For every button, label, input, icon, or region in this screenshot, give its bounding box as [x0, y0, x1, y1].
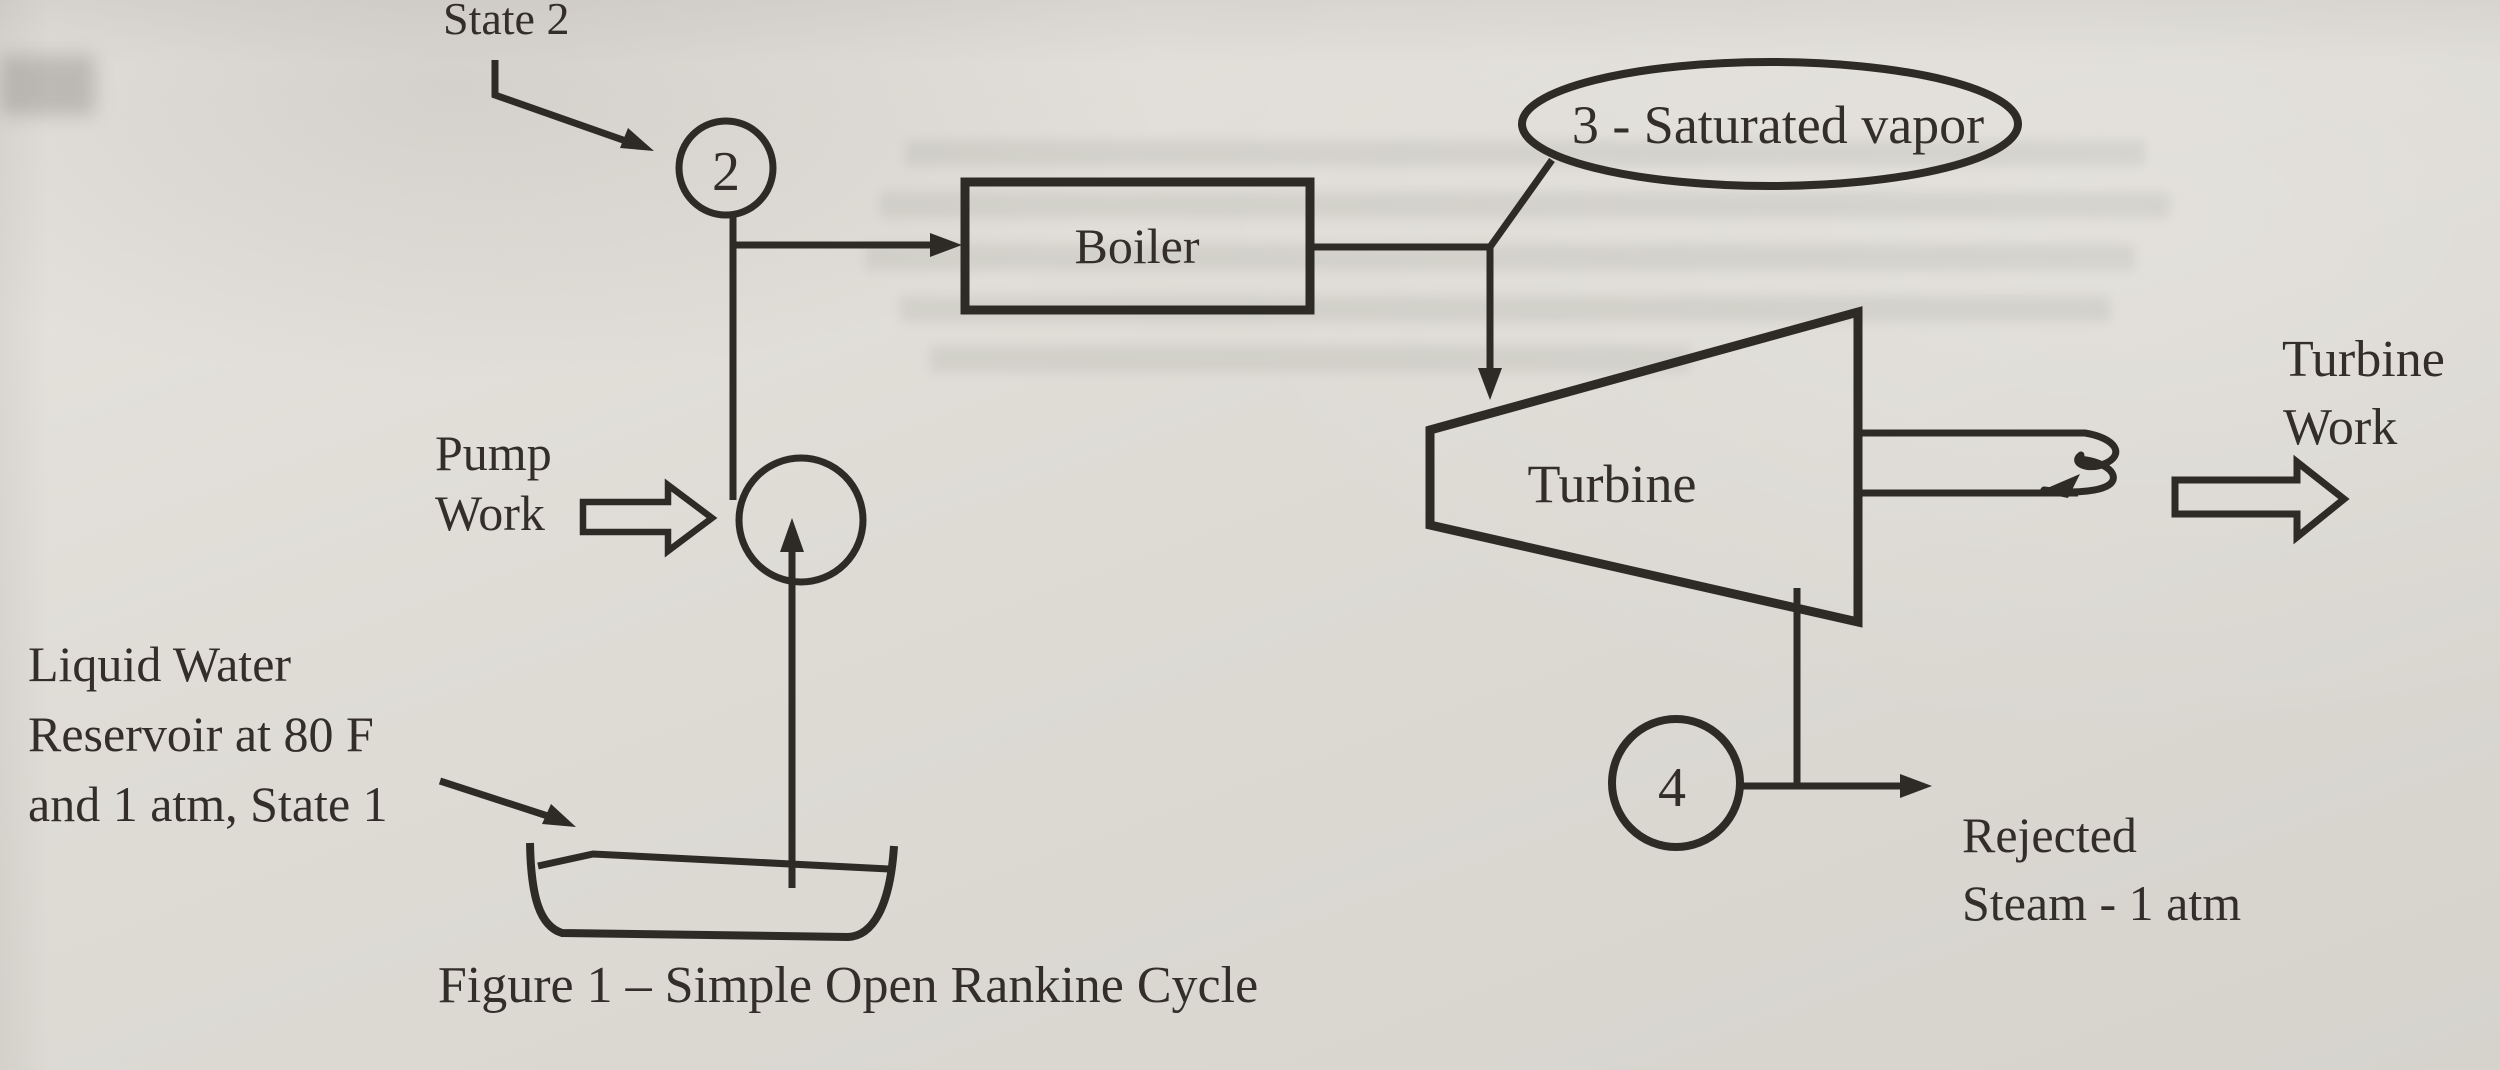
turbine-work-label-line2: Work [2283, 399, 2397, 456]
pump-work-block-arrow-icon [579, 478, 718, 558]
boiler-inlet-arrowhead-icon [930, 233, 962, 257]
reservoir-leader-arrowhead-icon [542, 804, 576, 827]
reservoir-label-line2: Reservoir at 80 F [28, 706, 374, 762]
reservoir-leader-line [438, 777, 562, 824]
reservoir-water-line [537, 850, 890, 873]
state-node-3-label: 3 - Saturated vapor [1572, 95, 1984, 155]
figure-caption: Figure 1 – Simple Open Rankine Cycle [438, 957, 1258, 1014]
state2-leader-line [491, 60, 642, 150]
turbine-work-label-line1: Turbine [2282, 331, 2445, 388]
rejected-steam-label-line1: Rejected [1962, 807, 2137, 863]
turbine-inlet-arrowhead-icon [1478, 368, 1502, 400]
turbine-shaft-arrowhead-icon [2038, 474, 2080, 498]
state2-callout-label: State 2 [443, 0, 569, 44]
turbine-work-block-arrow-icon [2171, 454, 2350, 545]
state-node-4-circle [1608, 715, 1744, 851]
pump-work-label-line2: Work [435, 485, 545, 541]
state-node-2-circle [675, 117, 777, 219]
rejected-steam-label-line2: Steam - 1 atm [1962, 875, 2241, 931]
state2-leader-arrowhead-icon [620, 128, 654, 151]
node3-leader-line [1487, 157, 1555, 250]
reservoir-basin [526, 842, 898, 942]
pump-circle [735, 454, 867, 586]
state-node-2-number: 2 [712, 141, 740, 203]
reservoir-label-line1: Liquid Water [28, 636, 291, 692]
turbine-body [1425, 306, 1863, 628]
rejected-steam-arrowhead-icon [1900, 774, 1932, 798]
pump-inlet-arrowhead-icon [780, 518, 804, 552]
state-node-3-ellipse [1518, 58, 2022, 190]
pump-work-label-line1: Pump [435, 425, 552, 481]
state-node-4-number: 4 [1658, 757, 1686, 819]
pipe-boiler-to-turbine [1310, 243, 1494, 372]
turbine-label: Turbine [1527, 454, 1696, 514]
boiler-label: Boiler [1075, 218, 1200, 274]
reservoir-label-line3: and 1 atm, State 1 [28, 776, 388, 832]
